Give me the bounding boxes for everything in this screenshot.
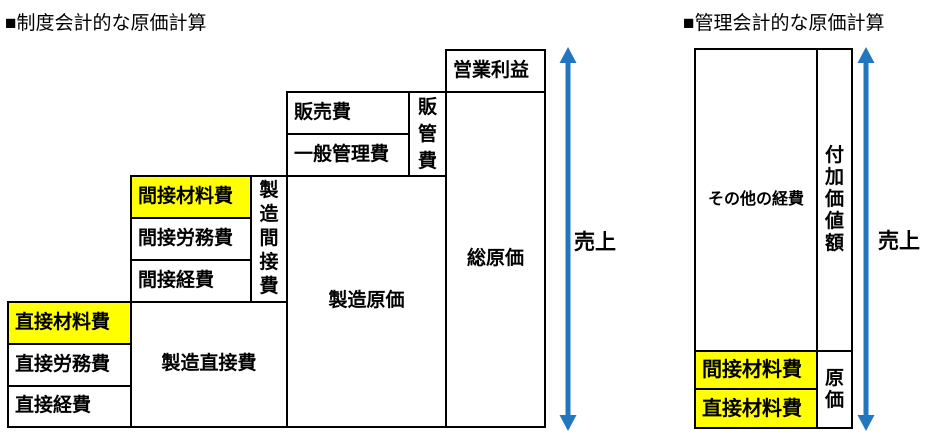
cell-direct-manufacturing-cost: 製造直接費 bbox=[130, 301, 288, 428]
cell-direct-material-cost-right: 直接材料費 bbox=[694, 388, 818, 429]
left-section-title: ■制度会計的な原価計算 bbox=[5, 13, 207, 34]
cell-manufacturing-overhead-vertical: 製造間接費 bbox=[250, 175, 288, 303]
cell-operating-profit: 営業利益 bbox=[445, 49, 546, 93]
right-section-title: ■管理会計的な原価計算 bbox=[683, 13, 885, 34]
cell-selling-expenses: 販売費 bbox=[286, 91, 410, 135]
sales-label-right: 売上 bbox=[878, 230, 920, 253]
cell-direct-labor-cost: 直接労務費 bbox=[7, 343, 132, 387]
cell-other-expenses: その他の経費 bbox=[694, 48, 818, 352]
cell-value-added-vertical: 付加価値額 bbox=[816, 48, 853, 352]
cell-manufacturing-cost: 製造原価 bbox=[286, 175, 447, 428]
sales-label-left: 売上 bbox=[574, 231, 616, 254]
cell-total-cost: 総原価 bbox=[445, 91, 546, 428]
cell-indirect-material-cost-right: 間接材料費 bbox=[694, 350, 818, 390]
cell-indirect-material-cost: 間接材料費 bbox=[130, 175, 252, 219]
sales-arrow-right bbox=[857, 47, 875, 431]
sales-arrow-left bbox=[559, 47, 577, 431]
cell-general-admin-expenses: 一般管理費 bbox=[286, 133, 410, 177]
cell-cost-vertical: 原価 bbox=[816, 350, 853, 429]
cell-indirect-expenses: 間接経費 bbox=[130, 259, 252, 303]
cell-indirect-labor-cost: 間接労務費 bbox=[130, 217, 252, 261]
cell-direct-material-cost: 直接材料費 bbox=[7, 301, 132, 345]
cell-sga-expenses-vertical: 販管費 bbox=[408, 91, 447, 177]
cell-direct-expenses: 直接経費 bbox=[7, 385, 132, 428]
